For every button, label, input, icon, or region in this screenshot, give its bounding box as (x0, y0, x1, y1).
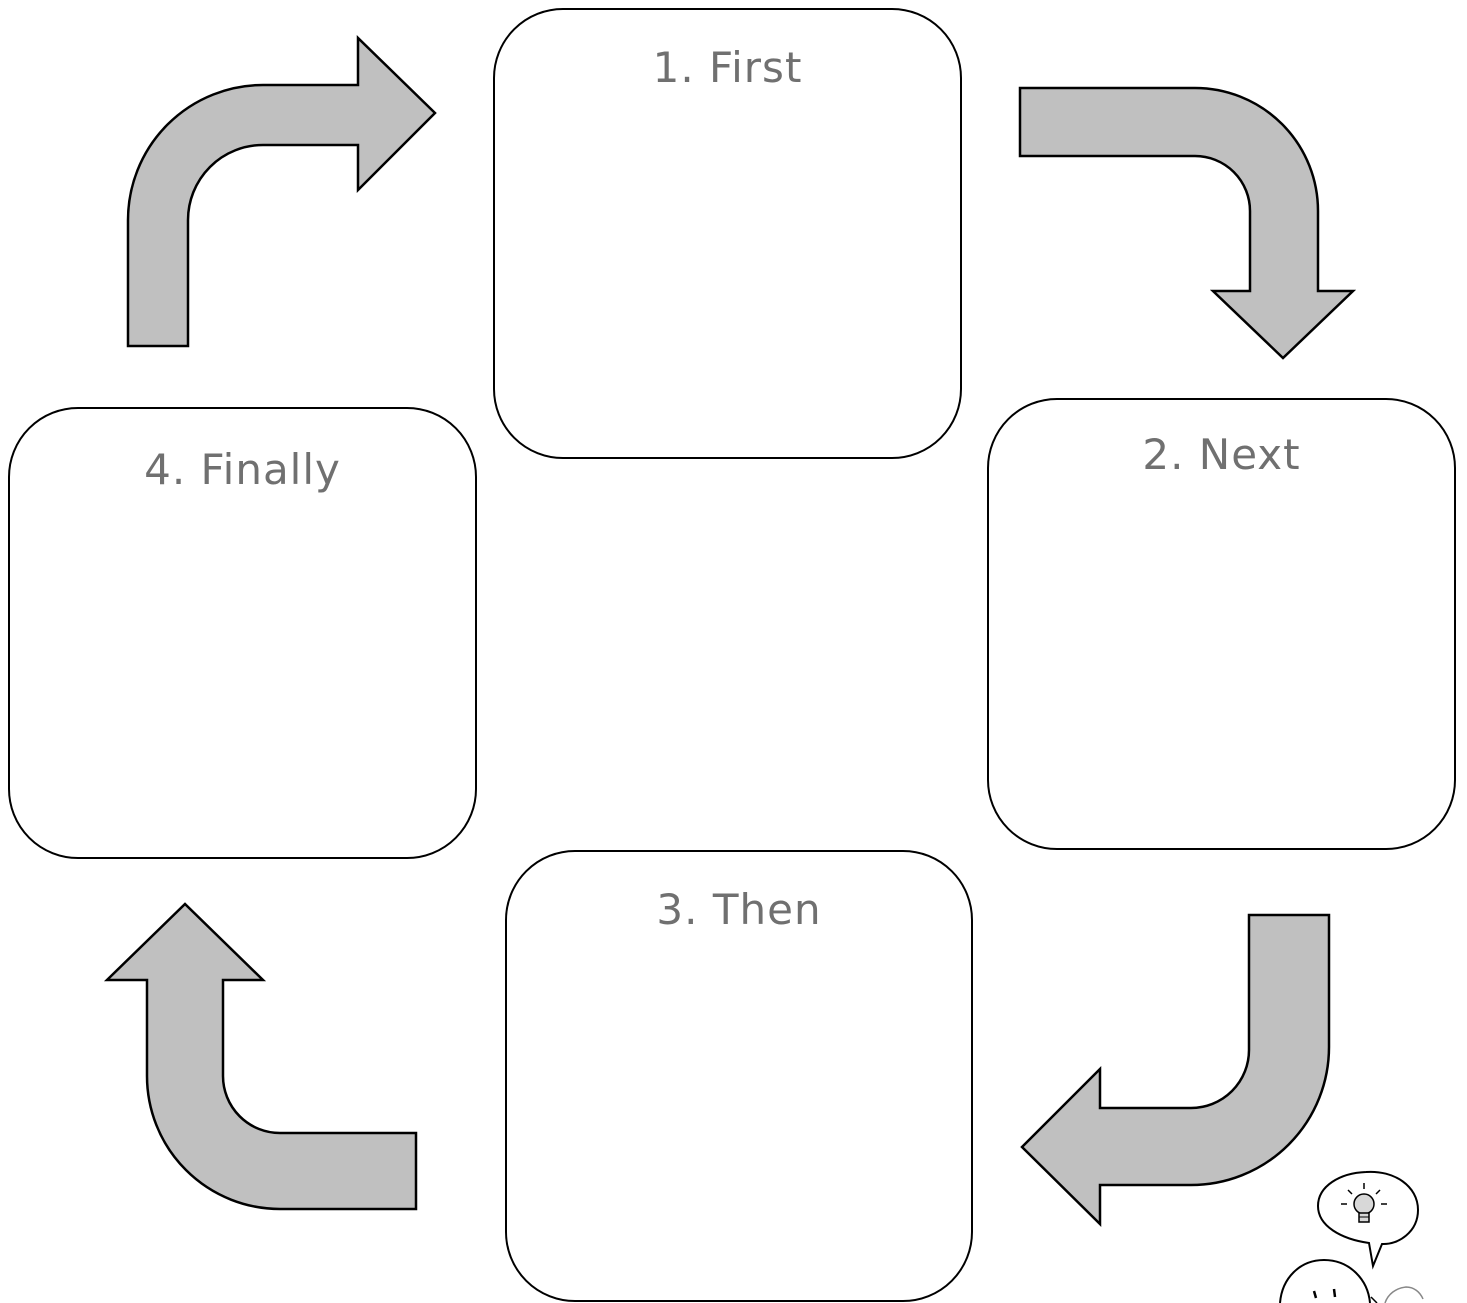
step-box-first: 1. First (493, 8, 962, 459)
step-box-next: 2. Next (987, 398, 1456, 850)
arrow-finally-to-first (126, 35, 437, 348)
arrow-then-to-finally (103, 902, 418, 1211)
step-title-then: 3. Then (656, 885, 822, 934)
arrow-first-to-next (1018, 86, 1357, 360)
arrow-next-to-then (1020, 913, 1331, 1227)
step-box-finally: 4. Finally (8, 407, 477, 859)
step-title-first: 1. First (652, 43, 803, 92)
step-title-finally: 4. Finally (144, 445, 341, 494)
lightbulb-speech-bubble-icon (1316, 1170, 1420, 1270)
step-title-next: 2. Next (1142, 430, 1301, 479)
smiley-face-icon (1279, 1258, 1424, 1303)
step-box-then: 3. Then (505, 850, 973, 1302)
